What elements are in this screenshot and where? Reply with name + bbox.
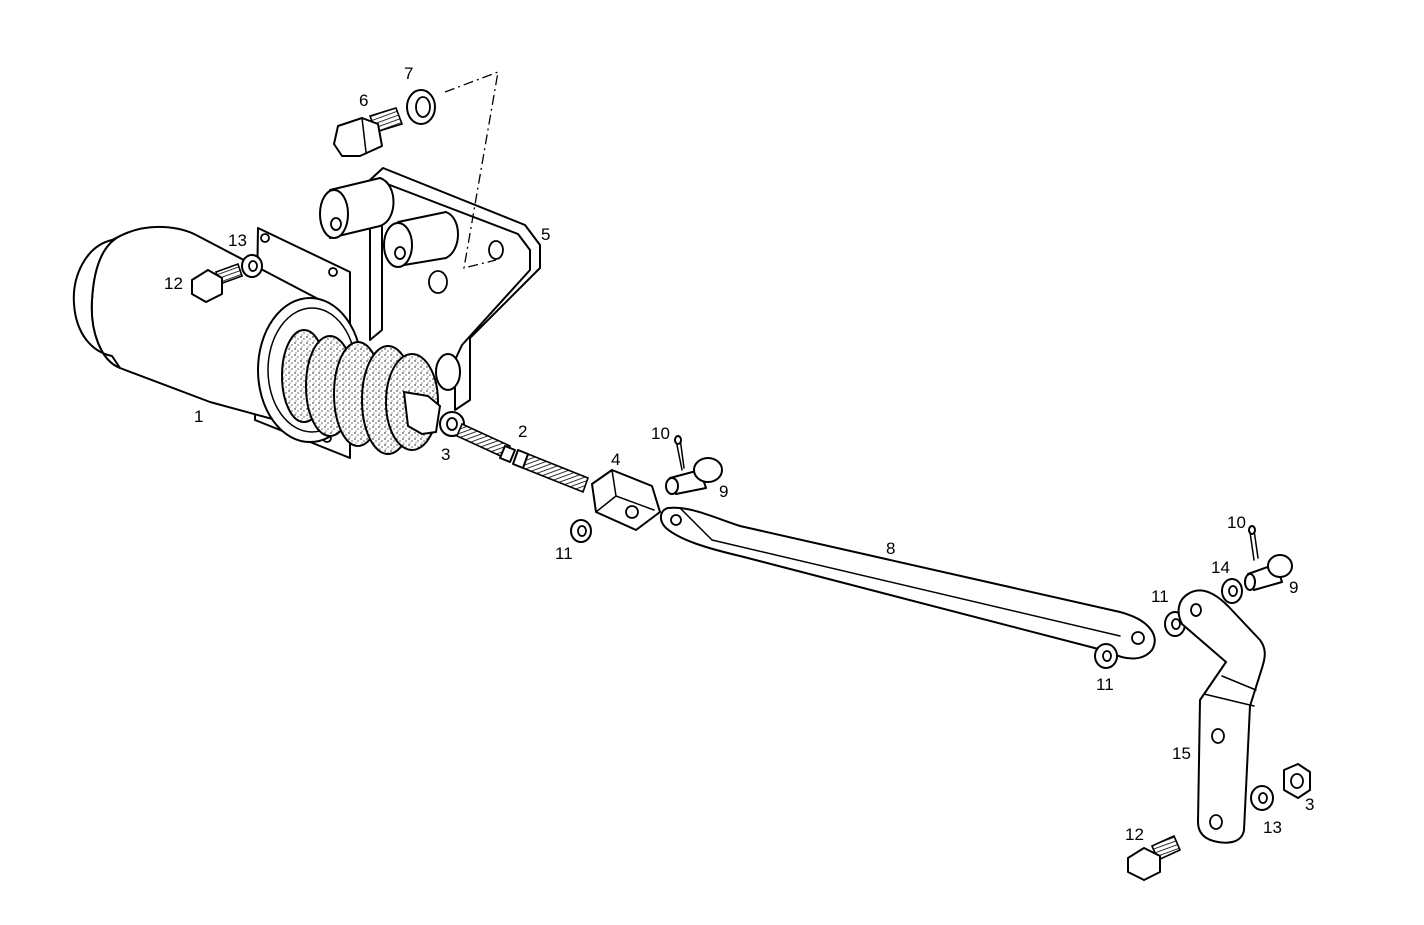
washer-13-right	[1250, 785, 1274, 811]
callout-2: 2	[518, 422, 527, 441]
bolt-12-left	[191, 262, 244, 303]
callout-5: 5	[541, 225, 550, 244]
cotter-pin-10-left	[674, 435, 685, 471]
callout-12-left: 12	[164, 274, 183, 293]
rubber-boot	[281, 329, 461, 455]
threaded-rod	[455, 422, 590, 494]
link-bar	[660, 506, 1156, 660]
bent-lever	[1177, 589, 1266, 844]
callout-14: 14	[1211, 558, 1230, 577]
callout-11-bottom: 11	[1096, 675, 1114, 694]
washer-7	[406, 89, 436, 125]
callout-13-left: 13	[228, 231, 247, 250]
clevis-pin-9-right	[1244, 554, 1293, 591]
callout-10-left: 10	[651, 424, 670, 443]
washer-14	[1221, 578, 1243, 604]
washer-13-left	[241, 254, 263, 278]
callout-12-right: 12	[1125, 825, 1144, 844]
callout-9-left: 9	[719, 482, 728, 501]
washer-11-left	[570, 519, 592, 543]
callout-11-left: 11	[555, 544, 573, 563]
callout-13-right: 13	[1263, 818, 1282, 837]
callout-1: 1	[194, 407, 203, 426]
callout-3-left: 3	[441, 445, 450, 464]
nut-3-right	[1283, 763, 1311, 799]
callout-10-right: 10	[1227, 513, 1246, 532]
callout-3-right: 3	[1305, 795, 1314, 814]
callout-15: 15	[1172, 744, 1191, 763]
clevis-pin-9-left	[665, 457, 723, 495]
washer-11-bottom	[1094, 643, 1118, 669]
callout-labels: 1 2 3 4 5 6 7 8 9 9 10 10 11 11 11 12 12…	[164, 64, 1314, 844]
bolt-6	[333, 107, 404, 157]
callout-9-right: 9	[1289, 578, 1298, 597]
clevis	[591, 469, 661, 531]
cotter-pin-10-right	[1248, 525, 1259, 561]
bolt-12-right	[1127, 834, 1182, 881]
callout-7: 7	[404, 64, 413, 83]
callout-4: 4	[611, 450, 620, 469]
callout-6: 6	[359, 91, 368, 110]
callout-8: 8	[886, 539, 895, 558]
nut-3-left	[439, 411, 465, 437]
callout-11-right: 11	[1151, 587, 1169, 606]
